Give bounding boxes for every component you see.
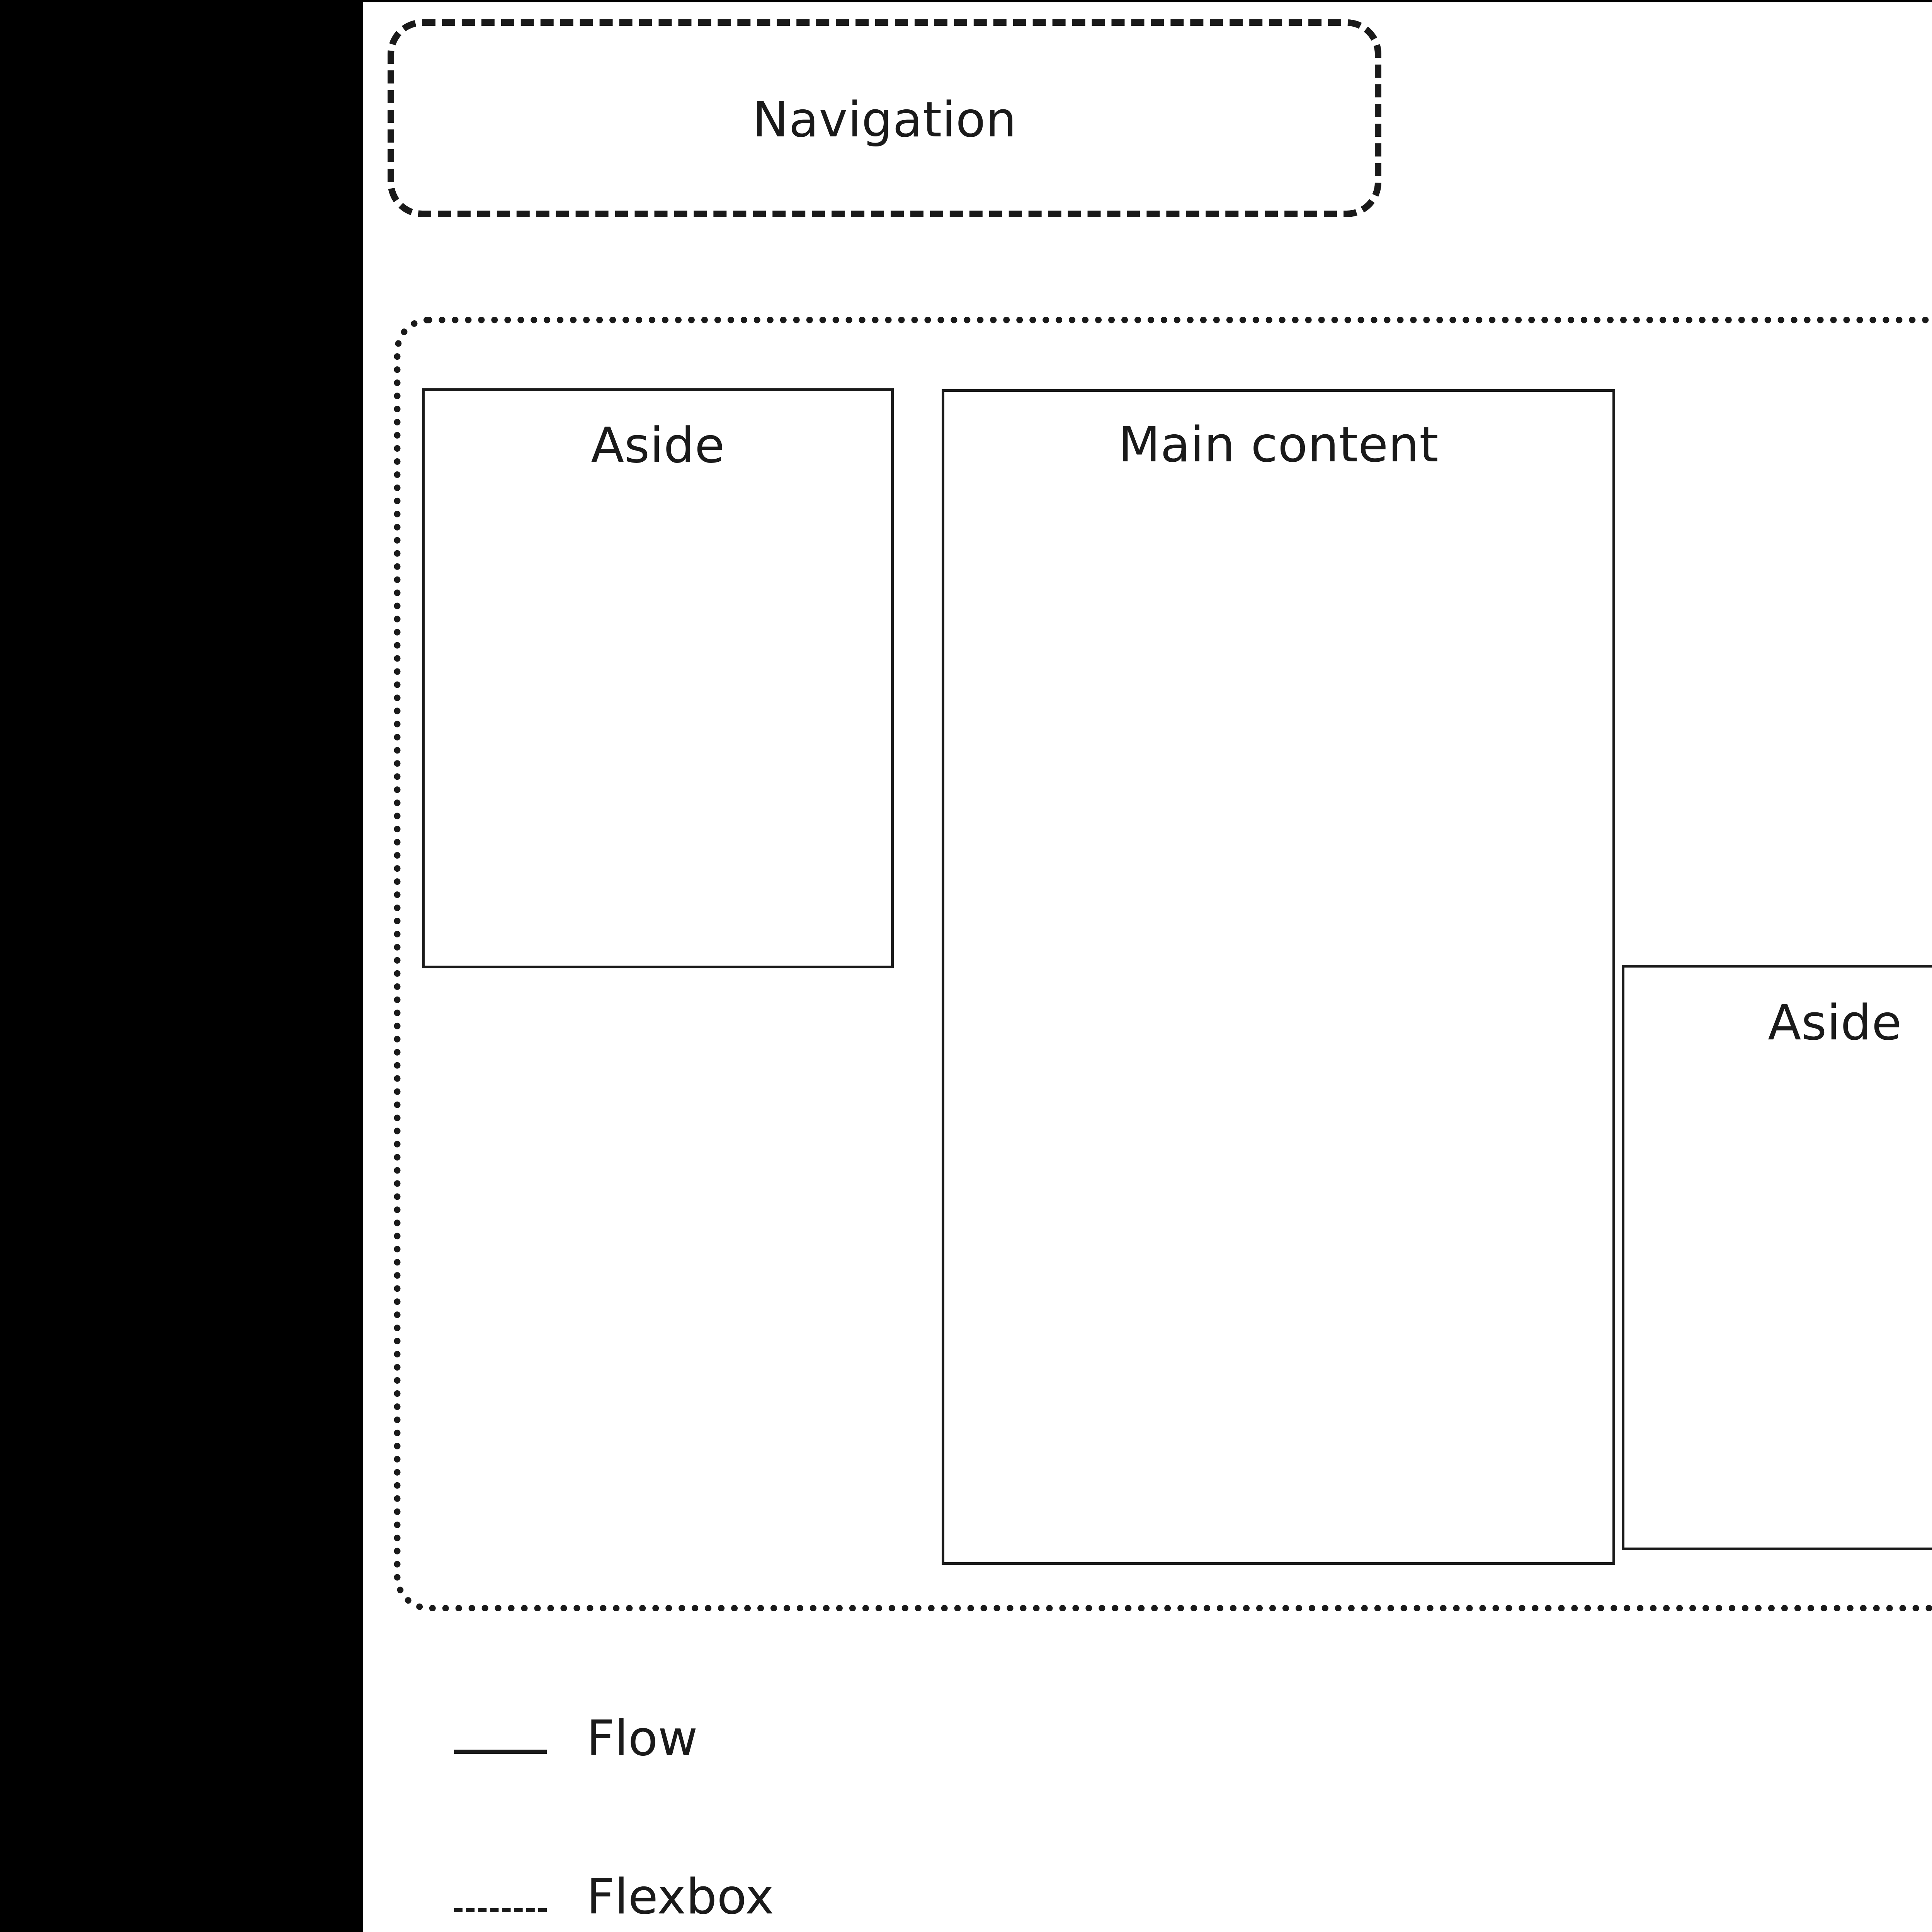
region-grid-container xyxy=(394,317,1932,1611)
legend-item-flow: Flow xyxy=(440,1714,1600,1872)
legend-item-flexbox: Flexbox xyxy=(440,1872,1600,1932)
main-content-label: Main content xyxy=(1118,416,1439,473)
diagram-canvas: Navigation Aside Main content Aside Flow… xyxy=(363,2,1932,1932)
region-aside-left: Aside xyxy=(422,388,894,968)
legend-swatch-solid-line-icon xyxy=(454,1750,547,1754)
region-navigation: Navigation xyxy=(388,19,1381,217)
region-aside-right: Aside xyxy=(1622,965,1932,1550)
aside-right-label: Aside xyxy=(1768,994,1902,1051)
legend-label-flow: Flow xyxy=(587,1710,698,1767)
region-main-content: Main content xyxy=(942,389,1615,1565)
navigation-label: Navigation xyxy=(752,91,1017,148)
aside-left-label: Aside xyxy=(591,417,725,474)
legend-label-flexbox: Flexbox xyxy=(587,1868,774,1925)
legend-swatch-dashed-line-icon xyxy=(454,1908,547,1912)
legend: Flow Flexbox Grid xyxy=(440,1714,1600,1932)
